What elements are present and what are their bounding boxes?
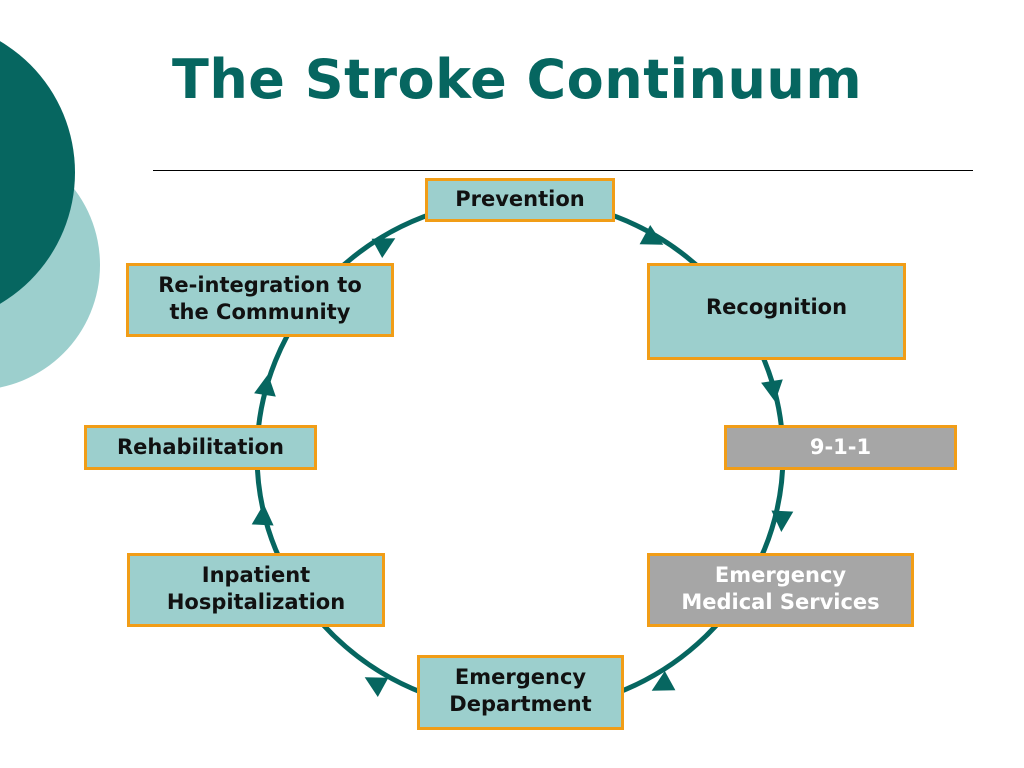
node-emergency-medical-services: Emergency Medical Services (647, 553, 914, 627)
cycle-arrowhead-2 (761, 379, 783, 402)
cycle-arrowhead-4 (651, 671, 676, 691)
node-rehabilitation: Rehabilitation (84, 425, 317, 470)
node-prevention: Prevention (425, 178, 615, 222)
node-recognition: Recognition (647, 263, 906, 360)
node-reintegration-to-the-community: Re-integration to the Community (126, 263, 394, 337)
cycle-arrowheads (251, 225, 794, 697)
cycle-arrowhead-5 (364, 677, 389, 697)
cycle-arrowhead-8 (371, 238, 396, 258)
cycle-arrowhead-7 (254, 374, 276, 397)
cycle-arrowhead-1 (639, 225, 664, 245)
cycle-arrowhead-3 (771, 510, 794, 532)
node-9-1-1: 9-1-1 (724, 425, 957, 470)
node-emergency-department: Emergency Department (417, 655, 624, 730)
node-inpatient-hospitalization: Inpatient Hospitalization (127, 553, 385, 627)
cycle-arrowhead-6 (251, 504, 274, 526)
slide-title: The Stroke Continuum (172, 48, 863, 111)
title-divider (153, 170, 973, 171)
